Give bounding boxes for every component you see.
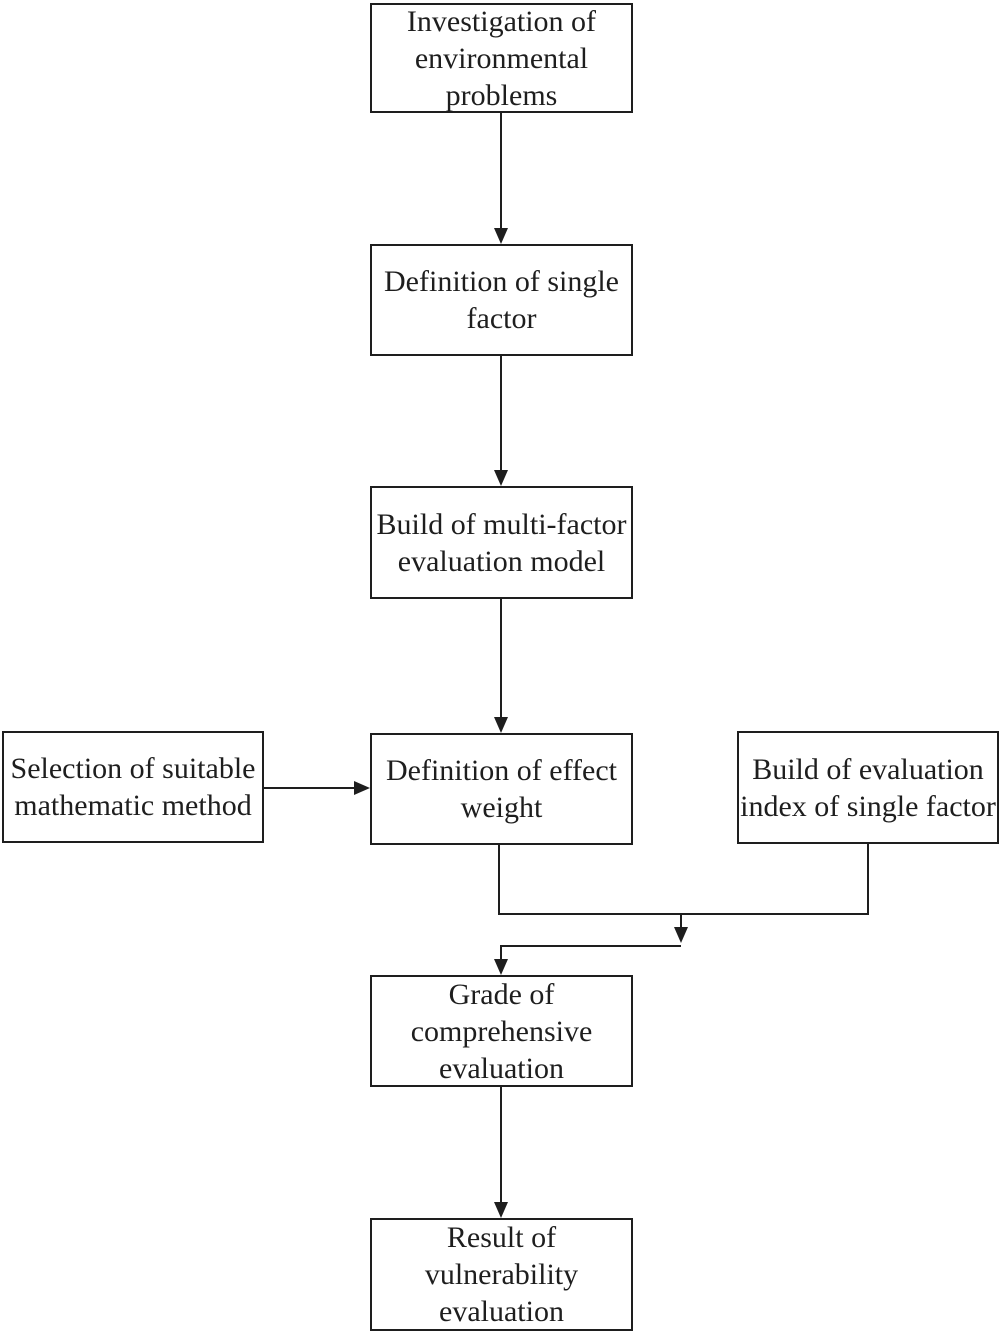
node-label-line: factor — [466, 302, 537, 335]
node-label-line: index of single factor — [740, 789, 996, 823]
node-label-line: evaluation — [439, 1295, 564, 1328]
arrow-merge-to-grade — [494, 945, 681, 975]
node-effect-weight: Definition of effect weight — [370, 733, 633, 845]
node-result: Result of vulnerability evaluation — [370, 1218, 633, 1331]
node-label-line: vulnerability — [424, 1258, 579, 1291]
arrow-grade-to-result — [494, 1087, 508, 1218]
node-label-line: weight — [460, 791, 543, 824]
node-label-line: Selection of suitable — [10, 752, 256, 785]
node-label-line: evaluation model — [397, 544, 606, 578]
node-label-line: environmental — [414, 41, 589, 75]
arrow-investigation-to-single-factor — [494, 113, 508, 244]
node-label-line: Definition of effect — [385, 754, 618, 787]
node-label-line: Result of — [446, 1221, 557, 1254]
arrow-single-factor-to-multi-factor — [494, 356, 508, 486]
node-math-method: Selection of suitable mathematic method — [2, 731, 264, 843]
node-label-line: Investigation of — [406, 4, 597, 38]
node-label-line: mathematic method — [14, 789, 252, 822]
node-label-line: evaluation — [439, 1051, 564, 1085]
node-investigation: Investigation of environmental problems — [370, 3, 633, 113]
node-eval-index: Build of evaluation index of single fact… — [737, 731, 999, 844]
node-grade: Grade of comprehensive evaluation — [370, 975, 633, 1087]
arrow-multi-factor-to-effect-weight — [494, 599, 508, 733]
arrow-merge-junction — [674, 914, 688, 943]
arrow-math-method-to-effect-weight — [264, 781, 370, 795]
node-label-line: Build of evaluation — [752, 752, 984, 786]
node-label-line: problems — [445, 78, 558, 112]
node-label-line: Grade of — [448, 977, 555, 1011]
node-label-line: comprehensive — [410, 1014, 593, 1048]
node-label-line: Build of multi-factor — [376, 507, 627, 541]
node-label-line: Definition of single — [384, 265, 619, 298]
connector-merge-lines — [498, 844, 869, 915]
node-multi-factor: Build of multi-factor evaluation model — [370, 486, 633, 599]
node-single-factor: Definition of single factor — [370, 244, 633, 356]
